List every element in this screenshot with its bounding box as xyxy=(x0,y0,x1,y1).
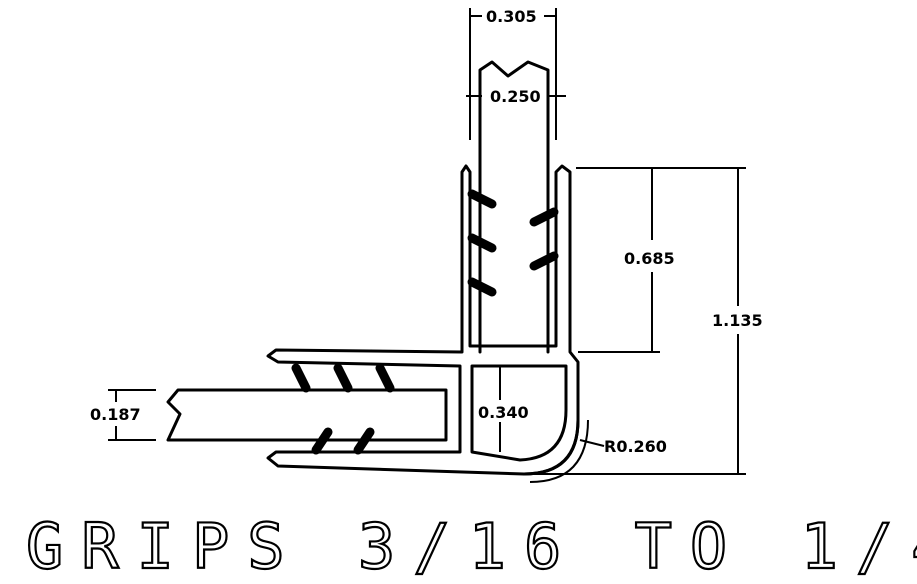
dim-glass-width-label: 0.250 xyxy=(490,87,541,106)
drawing-title: GRIPS 3/16 TO 1/4 xyxy=(26,510,917,583)
fin-right-2 xyxy=(529,251,559,271)
dim-upper-height: 0.685 xyxy=(576,167,675,353)
grip-outer-profile xyxy=(266,164,580,476)
dim-top-width-label: 0.305 xyxy=(486,7,537,26)
dim-overall-height-label: 1.135 xyxy=(712,311,763,330)
fin-left-3 xyxy=(467,277,497,297)
fin-top-2 xyxy=(333,363,353,393)
dim-inner-height-label: 0.340 xyxy=(478,403,529,422)
outer-radius-arc xyxy=(529,419,589,483)
dim-top-width: 0.305 xyxy=(469,7,557,140)
fin-left-1 xyxy=(467,189,497,209)
fin-bottom-2 xyxy=(353,427,375,455)
dim-glass-width: 0.250 xyxy=(466,87,566,106)
fin-top-1 xyxy=(291,363,311,393)
corner-radius-curve xyxy=(522,418,580,476)
fin-left-2 xyxy=(467,233,497,253)
dim-left-glass: 0.187 xyxy=(90,389,156,441)
grip-inner-chamber xyxy=(470,364,568,462)
dim-left-glass-label: 0.187 xyxy=(90,405,141,424)
horizontal-glass-panel xyxy=(166,388,448,442)
dim-radius-label: R0.260 xyxy=(604,437,667,456)
dim-overall-height: 1.135 xyxy=(528,167,763,475)
dim-inner-height: 0.340 xyxy=(478,366,529,452)
vertical-glass-panel xyxy=(478,60,550,354)
fin-bottom-1 xyxy=(311,427,333,455)
dim-radius: R0.260 xyxy=(579,437,667,456)
fin-top-3 xyxy=(375,363,395,393)
fin-right-1 xyxy=(529,207,559,227)
dim-upper-height-label: 0.685 xyxy=(624,249,675,268)
